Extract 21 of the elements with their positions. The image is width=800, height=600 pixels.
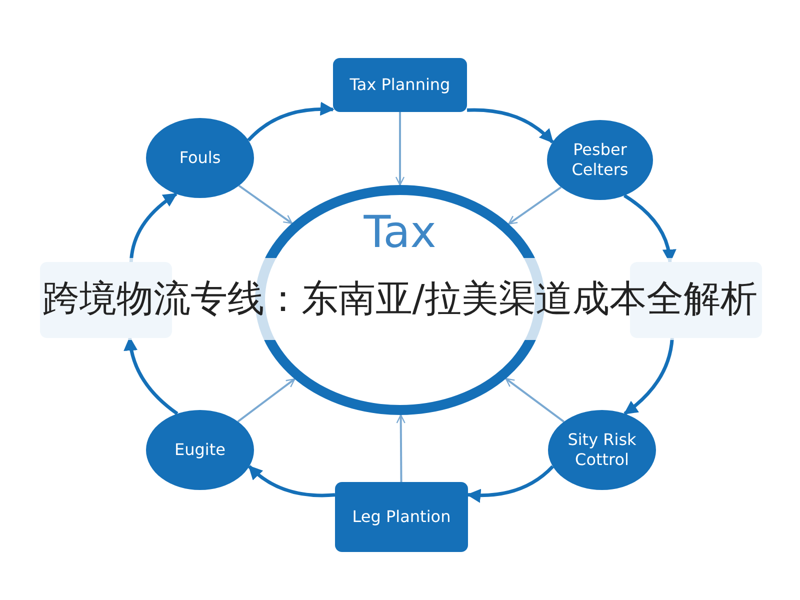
node-label: Pesber Celters <box>570 140 630 180</box>
arrow <box>395 112 405 186</box>
arrow <box>248 465 336 498</box>
arrow <box>247 102 334 142</box>
title: 跨境物流专线：东南亚/拉美渠道成本全解析 <box>42 276 758 322</box>
arrow <box>624 338 674 416</box>
arrow <box>508 186 562 225</box>
node-label: Sity Risk Cottrol <box>566 430 638 470</box>
node-label: Leg Plantion <box>352 507 451 527</box>
arrow <box>237 378 296 422</box>
node-label: Tax Planning <box>350 75 450 95</box>
arrow <box>505 378 564 422</box>
arrow <box>466 108 554 144</box>
arrow <box>466 465 554 502</box>
arrow <box>396 414 406 482</box>
node-label: Eugite <box>174 440 226 460</box>
center-label: Tax <box>364 209 436 257</box>
process-box <box>333 58 467 112</box>
arrow <box>238 184 293 224</box>
node-label: Fouls <box>179 148 221 168</box>
process-box <box>335 482 468 552</box>
